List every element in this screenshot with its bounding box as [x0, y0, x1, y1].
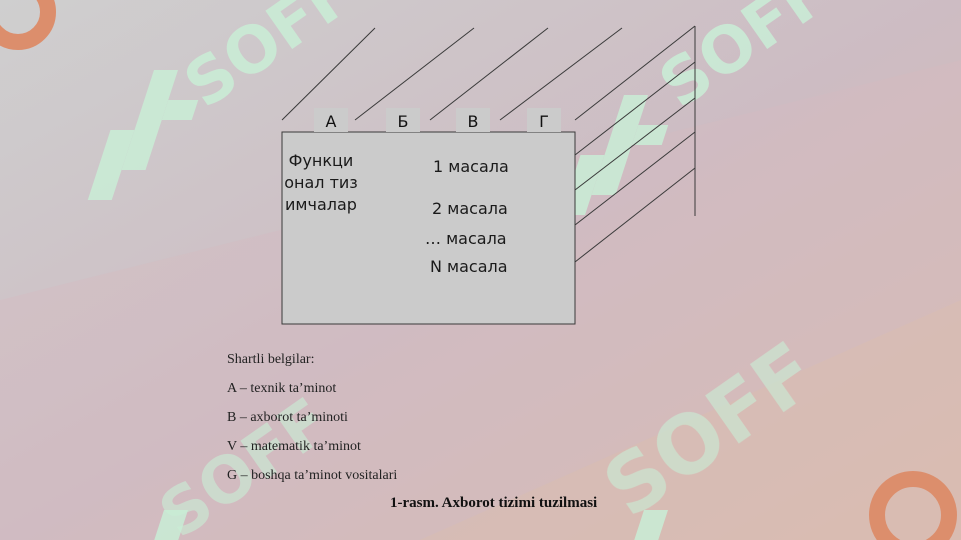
legend-title: Shartli belgilar:: [227, 352, 315, 367]
tab-v: В: [456, 108, 490, 132]
task-2: 2 масала: [432, 199, 508, 218]
legend-item-v: V – matematik ta’minot: [227, 439, 361, 454]
figure-caption: 1-rasm. Axborot tizimi tuzilmasi: [390, 495, 598, 511]
tab-b: Б: [386, 108, 420, 132]
legend-item-g: G – boshqa ta’minot vositalari: [227, 468, 398, 483]
task-ellipsis: … масала: [425, 229, 507, 248]
functional-subsystems-label: Функционал тизимчалар: [284, 151, 358, 214]
tab-g: Г: [527, 108, 561, 132]
tab-a: А: [314, 108, 348, 132]
task-n: N масала: [430, 257, 508, 276]
front-panel: [281, 131, 576, 325]
task-1: 1 масала: [433, 157, 509, 176]
orange-ring-decoration-top-left: [0, 0, 56, 50]
legend-item-b: B – axborot ta’minoti: [227, 410, 348, 425]
legend-item-a: A – texnik ta’minot: [227, 381, 337, 396]
orange-ring-decoration-bottom-right: [869, 471, 957, 540]
